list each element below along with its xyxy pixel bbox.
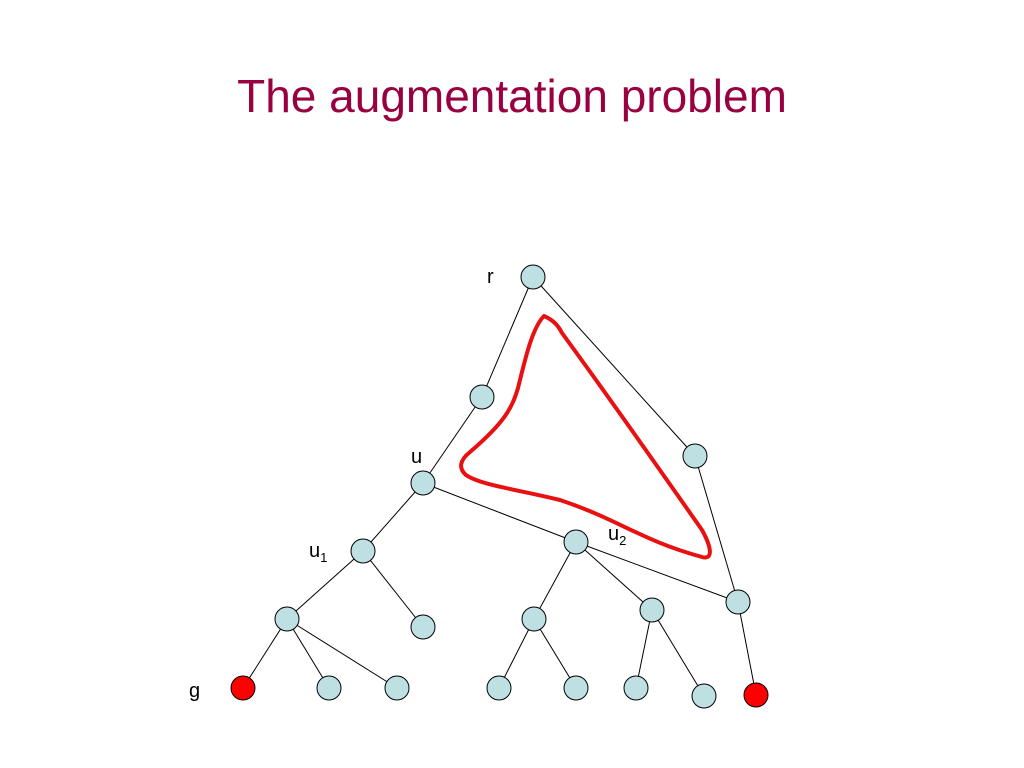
node-r (520, 264, 546, 290)
edge-u-u1 (362, 482, 424, 552)
edge-u2-f (533, 541, 577, 620)
edge-r-b (532, 276, 696, 457)
node-m (691, 683, 717, 709)
label-r: r (487, 266, 494, 288)
edge-b-c (694, 455, 739, 603)
node-f (521, 606, 547, 632)
node-d (274, 606, 300, 632)
node-c (725, 589, 751, 615)
edge-u2-g (575, 541, 653, 611)
edge-g-l (635, 609, 653, 689)
label-u1: u1 (309, 540, 327, 565)
node-b (682, 443, 708, 469)
labels-layer: r u u1 u2 g (189, 266, 626, 702)
edge-f-j (498, 618, 535, 689)
edge-u2-c (575, 541, 739, 603)
augmenting-cycle (459, 314, 712, 560)
edge-d-h (286, 618, 330, 689)
node-h (316, 675, 342, 701)
node-j (486, 675, 512, 701)
edge-a-u (422, 396, 483, 484)
label-u: u (411, 446, 422, 468)
edge-c-o (737, 601, 757, 696)
node-g_leaf (230, 675, 256, 701)
edge-d-i (286, 618, 398, 689)
node-u2 (563, 529, 589, 555)
edge-g-m (651, 609, 705, 697)
edge-f-k (533, 618, 577, 689)
label-u1-main: u (309, 540, 320, 562)
edge-d-g_leaf (242, 618, 288, 689)
label-g: g (189, 680, 200, 702)
slide-title: The augmentation problem (237, 70, 787, 122)
node-o (743, 682, 769, 708)
edge-u1-e (362, 550, 424, 628)
edges-layer (242, 276, 757, 697)
label-u2-sub: 2 (619, 533, 626, 548)
label-u2: u2 (608, 523, 626, 548)
node-a (469, 384, 495, 410)
label-u1-sub: 1 (320, 550, 327, 565)
node-u (410, 470, 436, 496)
node-k (563, 675, 589, 701)
nodes-layer (230, 264, 769, 709)
edge-u1-d (286, 550, 364, 620)
edge-r-a (481, 276, 534, 398)
node-u1 (350, 538, 376, 564)
node-i (384, 675, 410, 701)
node-e (410, 614, 436, 640)
node-l (623, 675, 649, 701)
node-g (639, 597, 665, 623)
edge-u-u2 (422, 482, 577, 543)
label-u2-main: u (608, 523, 619, 545)
